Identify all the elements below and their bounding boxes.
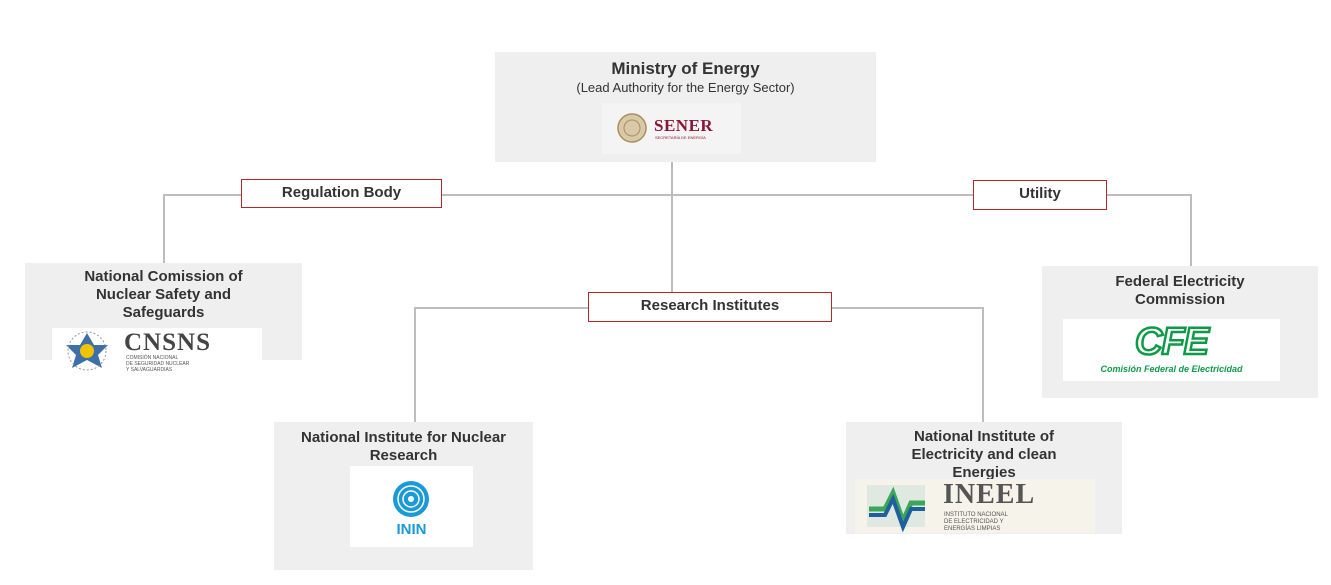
ministry-title: Ministry of Energy [611,59,760,78]
cfe-logo-text: CFE [1134,320,1211,365]
cnsns-logo: CNSNS COMISIÓN NACIONAL DE SEGURIDAD NUC… [52,328,262,374]
connector-top-horizontal [163,194,1191,196]
cnsns-emblem-icon [66,331,108,371]
ineel-logo: INEEL INSTITUTO NACIONAL DE ELECTRICIDAD… [855,479,1095,533]
regulation-body-label: Regulation Body [241,179,442,208]
sener-seal-icon [617,113,647,143]
research-institutes-label: Research Institutes [588,292,832,322]
sener-logo: SENER SECRETARÍA DE ENERGÍA [602,103,741,154]
cfe-logo: CFE Comisión Federal de Electricidad [1063,319,1280,381]
inin-title: National Institute for Nuclear Research [300,429,507,464]
sener-logo-text: SENER [654,116,714,135]
inin-logo: ININ [350,466,473,547]
sener-logo-subtext: SECRETARÍA DE ENERGÍA [655,135,706,140]
ineel-title: National Institute of Electricity and cl… [911,428,1057,481]
ineel-logo-line3: ENERGÍAS LIMPIAS [944,526,1001,532]
ineel-logo-line1: INSTITUTO NACIONAL [944,512,1008,518]
cnsns-logo-line1: COMISIÓN NACIONAL [126,355,179,361]
inin-atom-icon [393,481,429,517]
cfe-logo-subtext: Comisión Federal de Electricidad [1100,364,1243,374]
connector-ineel-down [982,307,984,422]
ministry-subtitle: (Lead Authority for the Energy Sector) [576,80,795,95]
cnsns-title: National Comission of Nuclear Safety and… [84,268,243,321]
cnsns-logo-text: CNSNS [124,329,211,356]
connector-ministry-down [671,162,673,295]
connector-inin-down [414,307,416,422]
ineel-wave-icon [867,485,925,533]
connector-utility-down [1190,194,1192,266]
utility-label: Utility [973,180,1107,210]
connector-regulation-down [163,194,165,264]
inin-logo-text: ININ [396,521,427,538]
cnsns-logo-line3: Y SALVAGUARDIAS [126,367,173,373]
ineel-logo-line2: DE ELECTRICIDAD Y [944,519,1004,525]
ineel-logo-text: INEEL [943,479,1036,510]
cfe-title: Federal Electricity Commission [1115,273,1245,308]
cnsns-logo-line2: DE SEGURIDAD NUCLEAR [126,361,190,367]
